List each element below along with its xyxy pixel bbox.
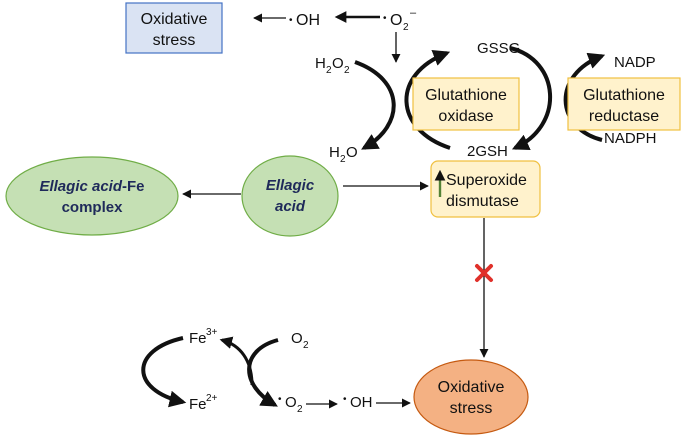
superoxide-bottom-label: O	[285, 394, 297, 411]
superoxide-top-label: O	[390, 12, 402, 29]
glutathione-reductase-line2: reductase	[589, 108, 659, 125]
superoxide-dismutase-line2: dismutase	[446, 193, 519, 210]
curved-arrow-nadph-to-nadp	[563, 52, 606, 142]
oxidative-stress-top-line1: Oxidative	[141, 11, 208, 28]
superoxide-dismutase-node: Superoxide dismutase	[430, 160, 541, 218]
hydroxyl-bottom: • OH	[343, 394, 373, 411]
glutathione-oxidase-line1: Glutathione	[425, 87, 507, 104]
ellagic-acid-line2: acid	[275, 198, 306, 215]
oxidative-stress-top-line2: stress	[153, 32, 196, 49]
glutathione-oxidase-line2: oxidase	[438, 108, 493, 125]
glutathione-reductase-node: Glutathione reductase	[567, 77, 681, 131]
glutathione-oxidase-node: Glutathione oxidase	[412, 77, 520, 131]
nadph-label: NADPH	[604, 130, 657, 147]
superoxide-bottom: • O 2	[278, 394, 303, 415]
radical-dot: •	[289, 15, 293, 26]
oxidative-stress-bottom-line2: stress	[450, 400, 493, 417]
superoxide-bottom-sub: 2	[297, 404, 303, 415]
hydroxyl-top-label: OH	[296, 12, 320, 29]
h2o-sub: 2	[340, 154, 346, 165]
radical-dot: •	[278, 394, 282, 405]
glutathione-oxidase-box	[412, 77, 520, 131]
ellagic-fe-complex-line2: complex	[62, 199, 124, 216]
fe3-sup: 3+	[206, 327, 218, 338]
block-x-icon	[475, 264, 493, 282]
curved-arrow-to-fe3	[219, 336, 254, 386]
curved-arrow-gssg-to-gsh	[509, 46, 552, 150]
hydroxyl-bottom-label: OH	[350, 394, 373, 411]
water: H 2 O	[329, 144, 358, 165]
ellagic-fe-complex-node: Ellagic acid-Fe complex	[5, 156, 179, 236]
h2o2-o: O	[332, 55, 344, 72]
oxygen-bottom: O 2	[291, 330, 309, 351]
curved-arrow-o2-to-superoxide	[247, 338, 279, 407]
radical-dot: •	[383, 13, 387, 24]
curved-arrow-fe3-to-fe2	[141, 336, 187, 408]
ellagic-acid-node: Ellagic acid	[241, 155, 339, 237]
o2-bottom-sub: 2	[303, 340, 309, 351]
oxidative-stress-top-node: Oxidative stress	[125, 2, 223, 54]
radical-dot: •	[343, 394, 347, 405]
curved-arrow-h2o2-to-h2o	[354, 60, 396, 150]
hydroxyl-radical-top: • OH	[289, 12, 320, 29]
glutathione-reductase-box	[567, 77, 681, 131]
ellagic-fe-complex-rest: -Fe	[122, 178, 145, 195]
glutathione-reductase-line1: Glutathione	[583, 87, 665, 104]
ellagic-fe-complex-italic: Ellagic acid	[39, 178, 122, 195]
superoxide-top: • O 2 –	[383, 7, 417, 33]
fe2-sup: 2+	[206, 393, 218, 404]
fe2-label: Fe	[189, 396, 207, 413]
o2-bottom-label: O	[291, 330, 303, 347]
ellagic-acid-line1: Ellagic	[266, 177, 315, 194]
hydrogen-peroxide: H 2 O 2	[315, 55, 350, 76]
oxidative-stress-bottom-node: Oxidative stress	[413, 359, 529, 435]
superoxide-dismutase-box	[430, 160, 541, 218]
h2o-o: O	[346, 144, 358, 161]
oxidative-stress-top-box	[125, 2, 223, 54]
fe2-species: Fe 2+	[189, 393, 218, 413]
h2o2-sub: 2	[326, 65, 332, 76]
superoxide-dismutase-line1: Superoxide	[446, 172, 527, 189]
gsh-label: 2GSH	[467, 143, 508, 160]
fe3-species: Fe 3+	[189, 327, 218, 347]
h2o2-sub2: 2	[344, 65, 350, 76]
curved-arrow-gsh-to-gssg	[404, 50, 451, 150]
oxidative-stress-bottom-ellipse	[413, 359, 529, 435]
ellagic-acid-ellipse	[241, 155, 339, 237]
gssg-label: GSSG	[477, 40, 520, 57]
superoxide-top-sub: 2	[403, 22, 409, 33]
oxidative-stress-bottom-line1: Oxidative	[438, 379, 505, 396]
ellagic-fe-complex-ellipse	[5, 156, 179, 236]
superoxide-top-sup: –	[410, 7, 417, 19]
h2o-h: H	[329, 144, 340, 161]
h2o2-h: H	[315, 55, 326, 72]
ellagic-fe-complex-line1: Ellagic acid-Fe	[39, 178, 144, 195]
fe3-label: Fe	[189, 330, 207, 347]
nadp-label: NADP	[614, 54, 656, 71]
